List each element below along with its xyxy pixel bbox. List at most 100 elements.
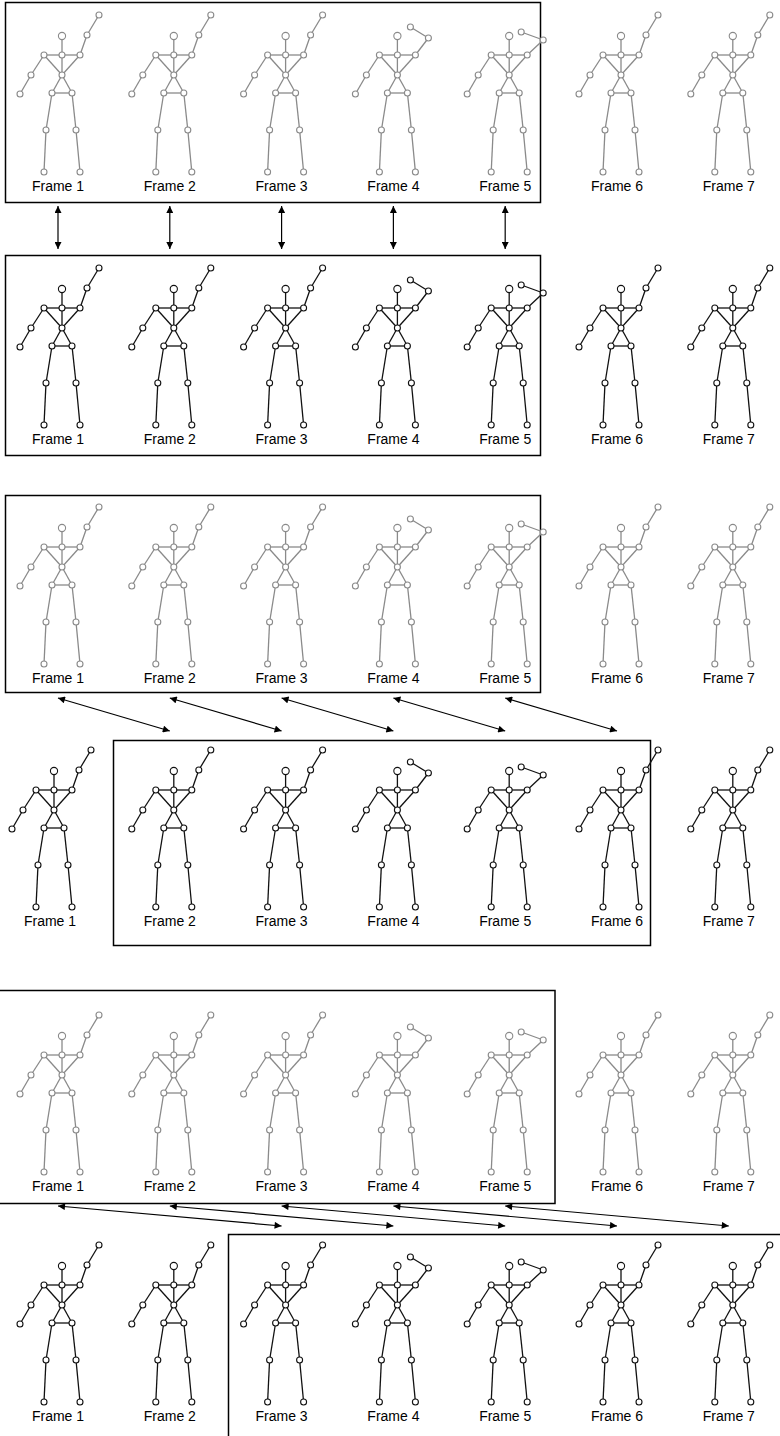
joint-dot [69,1090,75,1096]
bone-line [509,1055,527,1075]
bone-line [747,130,751,172]
bone-line [44,130,46,172]
joint-dot [363,325,369,331]
bone-line [143,1285,156,1305]
joint-dot [33,904,39,910]
joint-dot [712,52,718,58]
joint-dot [632,380,638,386]
joint-dot [189,1282,195,1288]
joint-dot [283,52,289,58]
bone-line [523,622,527,664]
frame-label: Frame 1 [0,913,100,929]
frame-label: Frame 1 [8,670,108,686]
joint-dot [153,1282,159,1288]
joint-dot [524,52,530,58]
skeleton-figure [576,1242,661,1405]
joint-dot [506,1282,512,1288]
bone-line [379,130,381,172]
bone-line [270,346,276,383]
joint-dot [363,1072,369,1078]
frame-figure: Frame 3 [232,1240,332,1426]
bone-line [509,790,527,810]
joint-dot [407,516,413,522]
bone-line [733,547,751,567]
joint-dot [153,1169,159,1175]
joint-dot [408,862,414,868]
frame-figure: Frame 3 [232,502,332,688]
bone-line [635,130,639,172]
bone-line [188,383,192,425]
joint-dot [17,1321,23,1327]
bone-line [747,1360,751,1402]
joint-dot [720,582,726,588]
skeleton-figure [17,265,102,428]
joint-dot [161,582,167,588]
bone-line [44,1130,46,1172]
skeleton-figure [129,504,214,667]
joint-dot [308,1032,314,1038]
bone-line [519,93,523,130]
joint-dot [171,564,177,570]
joint-dot [252,325,258,331]
joint-dot [540,1037,546,1043]
joint-dot [352,583,358,589]
bone-line [300,383,304,425]
bone-line [62,55,80,75]
joint-dot [49,1320,55,1326]
joint-dot [408,1357,414,1363]
joint-dot [394,72,400,78]
frame-figure: Frame 2 [120,1240,220,1426]
joint-dot [59,305,65,311]
bone-line [64,828,68,865]
joint-dot [43,1127,49,1133]
bone-line [702,547,715,567]
bone-line [590,55,603,75]
bone-line [715,865,717,907]
skeleton-figure [129,1242,214,1405]
joint-dot [77,1052,83,1058]
joint-dot [464,1091,470,1097]
joint-dot [301,1399,307,1405]
joint-dot [378,127,384,133]
frame-figure: Frame 5 [455,263,555,449]
joint-dot [252,1302,258,1308]
frame-figure: Frame 1 [0,745,100,931]
joint-dot [153,544,159,550]
joint-dot [496,825,502,831]
frame-label: Frame 7 [679,913,779,929]
joint-dot [748,661,754,667]
joint-dot [587,807,593,813]
bone-line [76,383,80,425]
joint-dot [524,422,530,428]
bone-line [491,1360,493,1402]
joint-dot [394,285,401,292]
joint-dot [265,52,271,58]
skeleton-figure [241,504,326,667]
bone-line [491,547,509,567]
joint-dot [170,524,177,531]
bone-line [174,1285,192,1305]
skeleton-figure [17,12,102,175]
joint-dot [636,422,642,428]
joint-dot [282,285,289,292]
frame-figure: Frame 6 [567,1240,667,1426]
joint-dot [376,787,382,793]
bone-line [733,55,751,75]
bone-line [270,1093,276,1130]
bone-line [156,130,158,172]
joint-dot [744,1357,750,1363]
joint-dot [88,747,94,753]
joint-dot [301,1282,307,1288]
bone-line [631,585,635,622]
joint-dot [189,1169,195,1175]
skeleton-figure [129,12,214,175]
bone-line [702,1055,715,1075]
joint-dot [96,265,102,271]
skeleton-figure [241,1242,326,1405]
joint-dot [576,91,582,97]
joint-dot [155,380,161,386]
joint-dot [41,1169,47,1175]
joint-dot [376,1399,382,1405]
joint-dot [506,807,512,813]
joint-dot [41,169,47,175]
